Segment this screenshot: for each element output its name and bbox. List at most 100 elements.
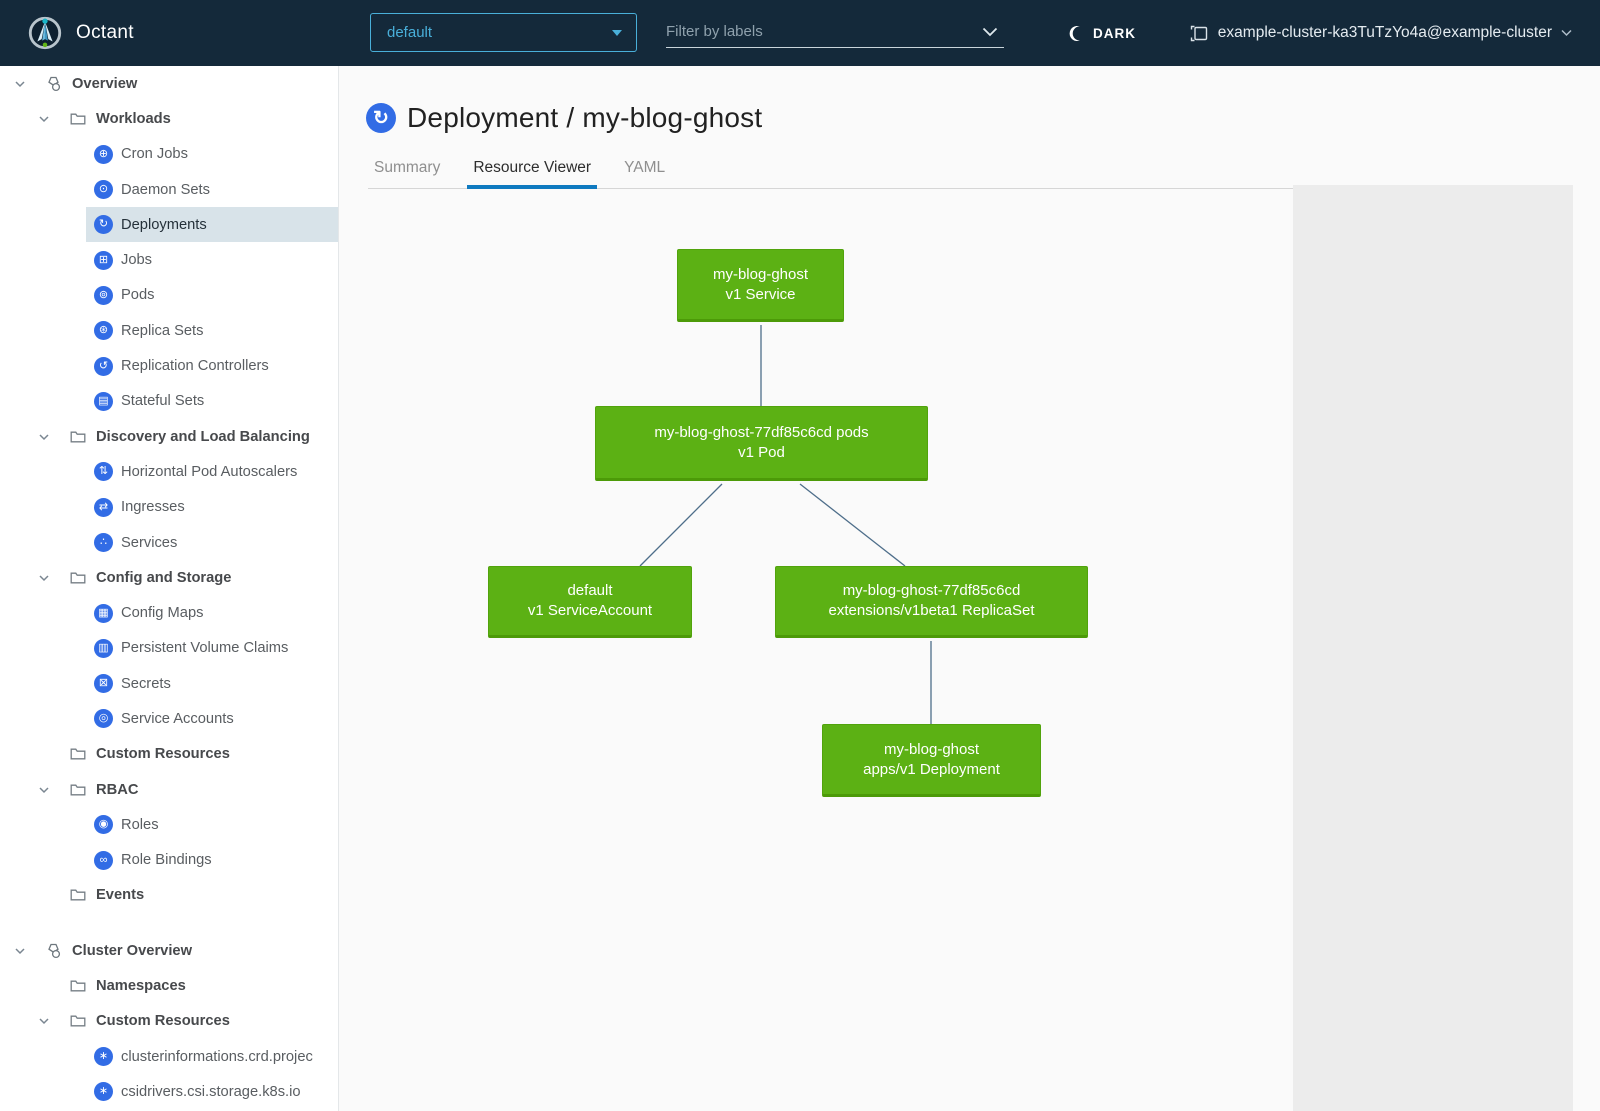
sidebar-item-label: Custom Resources (96, 1013, 230, 1030)
context-switcher[interactable]: example-cluster-ka3TuTzYo4a@example-clus… (1190, 0, 1572, 66)
sidebar-item-roles[interactable]: ◉Roles (0, 807, 338, 842)
tab-resource-viewer[interactable]: Resource Viewer (467, 151, 597, 189)
chevron-down-icon[interactable] (14, 78, 26, 90)
sidebar-item-config-maps[interactable]: ▦Config Maps (0, 595, 338, 630)
sidebar-item-cron-jobs[interactable]: ⊕ Cron Jobs (0, 137, 338, 172)
sidebar-item-service-accounts[interactable]: ◎Service Accounts (0, 701, 338, 736)
node-sublabel: v1 Service (725, 285, 796, 303)
graph-node-serviceaccount[interactable]: default v1 ServiceAccount (488, 566, 692, 638)
node-label: my-blog-ghost (883, 740, 980, 758)
graph-node-deployment[interactable]: my-blog-ghost apps/v1 Deployment (822, 724, 1041, 797)
sidebar-item-namespaces[interactable]: Namespaces (0, 968, 338, 1003)
namespace-dropdown-value: default (387, 24, 433, 41)
folder-icon (70, 747, 86, 761)
pod-icon: ⊚ (94, 285, 113, 305)
sidebar-item-secrets[interactable]: ⊠ Secrets (0, 666, 338, 701)
serviceaccount-icon: ◎ (94, 709, 113, 729)
sidebar-item-events[interactable]: Events (0, 878, 338, 913)
tab-bar: Summary Resource Viewer YAML (368, 151, 1573, 189)
sidebar-item-label: Overview (72, 75, 138, 92)
statefulset-icon: ▤ (94, 391, 113, 411)
namespace-dropdown[interactable]: default (370, 13, 637, 52)
graph-node-replicaset[interactable]: my-blog-ghost-77df85c6cd extensions/v1be… (775, 566, 1088, 638)
sidebar-item-clusterinformations[interactable]: ∗clusterinformations.crd.projec (0, 1039, 338, 1074)
sidebar-item-label: Deployments (121, 216, 207, 233)
sidebar-item-daemon-sets[interactable]: ⊙Daemon Sets (0, 172, 338, 207)
sidebar-item-label: csidrivers.csi.storage.k8s.io (121, 1083, 301, 1100)
sidebar-item-label: Cron Jobs (121, 146, 188, 163)
graph-node-pod[interactable]: my-blog-ghost-77df85c6cd pods v1 Pod (595, 406, 928, 481)
tab-yaml[interactable]: YAML (624, 159, 666, 176)
sidebar-item-workloads[interactable]: Workloads (0, 101, 338, 136)
rolebinding-icon: ∞ (94, 850, 113, 870)
applications-icon (44, 943, 62, 959)
chevron-down-icon[interactable] (982, 27, 998, 37)
sidebar-item-config-and-storage[interactable]: Config and Storage (0, 560, 338, 595)
chevron-down-icon (1561, 29, 1572, 37)
sidebar-item-label: Persistent Volume Claims (121, 640, 289, 657)
sidebar-item-overview[interactable]: Overview (0, 66, 338, 101)
node-label: my-blog-ghost-77df85c6cd (842, 582, 1021, 599)
sidebar-item-label: Config Maps (121, 605, 204, 622)
sidebar-item-persistent-volume-claims[interactable]: ▥ Persistent Volume Claims (0, 631, 338, 666)
folder-icon (70, 112, 86, 126)
sidebar-item-label: Role Bindings (121, 852, 212, 869)
chevron-down-icon[interactable] (14, 945, 26, 957)
secret-icon: ⊠ (94, 674, 113, 694)
sidebar-item-label: Config and Storage (96, 569, 232, 586)
chevron-down-icon[interactable] (38, 1015, 50, 1027)
node-label: my-blog-ghost-77df85c6cd pods (654, 423, 869, 441)
sidebar-item-stateful-sets[interactable]: ▤ Stateful Sets (0, 384, 338, 419)
sidebar-item-discovery-and-load-balancing[interactable]: Discovery and Load Balancing (0, 419, 338, 454)
job-icon: ⊞ (94, 250, 113, 270)
resource-viewer-canvas: my-blog-ghost v1 Service my-blog-ghost-7… (339, 183, 1600, 1111)
sidebar-item-label: Discovery and Load Balancing (96, 428, 310, 445)
chevron-down-icon[interactable] (38, 113, 50, 125)
sidebar-item-rbac[interactable]: RBAC (0, 772, 338, 807)
theme-toggle[interactable]: DARK (1068, 0, 1136, 66)
page-header: ↻ Deployment / my-blog-ghost (366, 99, 1600, 137)
sidebar-item-pods[interactable]: ⊚ Pods (0, 278, 338, 313)
sidebar-item-label: Stateful Sets (121, 393, 205, 410)
sidebar-item-replication-controllers[interactable]: ↺Replication Controllers (0, 348, 338, 383)
folder-icon (70, 1014, 86, 1028)
sidebar-item-ingresses[interactable]: ⇄Ingresses (0, 490, 338, 525)
sidebar-item-replica-sets[interactable]: ⊛Replica Sets (0, 313, 338, 348)
chevron-down-icon[interactable] (38, 431, 50, 443)
sidebar-item-horizontal-pod-autoscalers[interactable]: ⇅Horizontal Pod Autoscalers (0, 454, 338, 489)
label-filter (666, 16, 1004, 48)
sidebar-item-custom-resources[interactable]: Custom Resources (0, 737, 338, 772)
sidebar-item-services[interactable]: ∴Services (0, 525, 338, 560)
app-title: Octant (76, 22, 134, 43)
chevron-down-icon[interactable] (38, 572, 50, 584)
pvc-icon: ▥ (94, 638, 113, 658)
main-content: ↻ Deployment / my-blog-ghost Summary Res… (339, 66, 1600, 1111)
sidebar-item-label: Custom Resources (96, 746, 230, 763)
sidebar-item-label: Services (121, 534, 178, 551)
sidebar-item-jobs[interactable]: ⊞Jobs (0, 242, 338, 277)
daemonset-icon: ⊙ (94, 180, 113, 200)
sidebar-item-role-bindings[interactable]: ∞ Role Bindings (0, 843, 338, 878)
sidebar-item-label: Secrets (121, 675, 171, 692)
node-sublabel: v1 Pod (738, 443, 785, 461)
sidebar-item-label: Replica Sets (121, 322, 204, 339)
page-title: Deployment / my-blog-ghost (407, 102, 763, 133)
folder-icon (70, 979, 86, 993)
sidebar-item-label: Pods (121, 287, 155, 304)
role-icon: ◉ (94, 815, 113, 835)
label-filter-input[interactable] (666, 23, 982, 40)
sidebar-item-cluster-overview[interactable]: Cluster Overview (0, 933, 338, 968)
sidebar-item-label: Events (96, 887, 145, 904)
cronjob-icon: ⊕ (94, 144, 113, 164)
sidebar-item-label: Workloads (96, 110, 171, 127)
sidebar-item-csidrivers[interactable]: ∗csidrivers.csi.storage.k8s.io (0, 1074, 338, 1109)
graph-node-service[interactable]: my-blog-ghost v1 Service (677, 249, 844, 322)
sidebar-item-label: clusterinformations.crd.projec (121, 1048, 313, 1065)
replicationcontroller-icon: ↺ (94, 356, 113, 376)
folder-icon (70, 571, 86, 585)
sidebar-item-cluster-custom-resources[interactable]: Custom Resources (0, 1004, 338, 1039)
context-label: example-cluster-ka3TuTzYo4a@example-clus… (1217, 24, 1552, 41)
sidebar-item-deployments[interactable]: ↻Deployments (0, 207, 338, 243)
tab-summary[interactable]: Summary (374, 159, 441, 176)
chevron-down-icon[interactable] (38, 784, 50, 796)
